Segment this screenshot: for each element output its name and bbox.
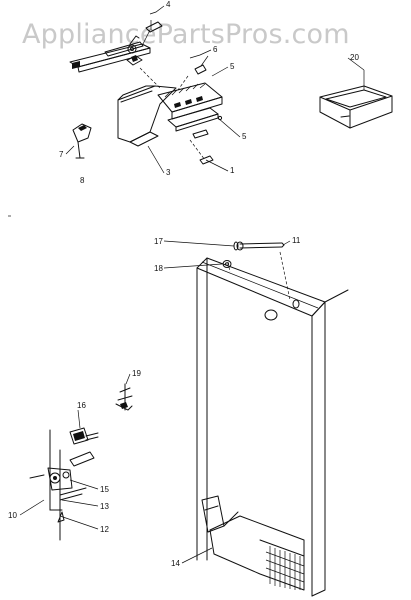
callout-20: 20: [350, 53, 359, 62]
callout-11: 11: [292, 236, 301, 245]
ice-maker-connector: [194, 55, 209, 75]
callout-13: 13: [100, 502, 109, 511]
bottom-grille-part-14: [201, 495, 305, 591]
ice-maker-screw: [127, 35, 140, 54]
callout-6: 6: [213, 45, 218, 54]
callout-18: 18: [154, 264, 163, 273]
watermark-text: AppliancePartsPros.com: [22, 19, 350, 50]
wire-terminal-part-19: [115, 383, 133, 411]
leader-lines: [19, 5, 365, 564]
callout-15: 15: [100, 485, 109, 494]
callout-8: 8: [80, 176, 85, 185]
valve-assembly: [29, 429, 95, 541]
connector-part-16: [69, 409, 99, 445]
callout-16: 16: [77, 401, 86, 410]
callout-7: 7: [59, 150, 64, 159]
grommet-part-18: [222, 260, 232, 268]
callout-3: 3: [166, 168, 171, 177]
callout-19: 19: [132, 369, 141, 378]
callout-14: 14: [171, 559, 180, 568]
callout-10: 10: [8, 511, 17, 520]
bracket-part-7: [72, 123, 92, 159]
part-4-fastener: [145, 20, 163, 33]
rod-part-11: [233, 241, 285, 251]
callout-5a: 5: [230, 62, 235, 71]
ice-maker-clip: [126, 55, 143, 66]
callout-1: 1: [230, 166, 235, 175]
callout-12: 12: [100, 525, 109, 534]
callout-17: 17: [154, 237, 163, 246]
callout-5b: 5: [242, 132, 247, 141]
ice-maker-unit: [117, 82, 223, 165]
ice-bucket-part-20: [319, 70, 393, 129]
ice-maker-bracket: [69, 29, 151, 73]
callout-4: 4: [166, 0, 171, 9]
